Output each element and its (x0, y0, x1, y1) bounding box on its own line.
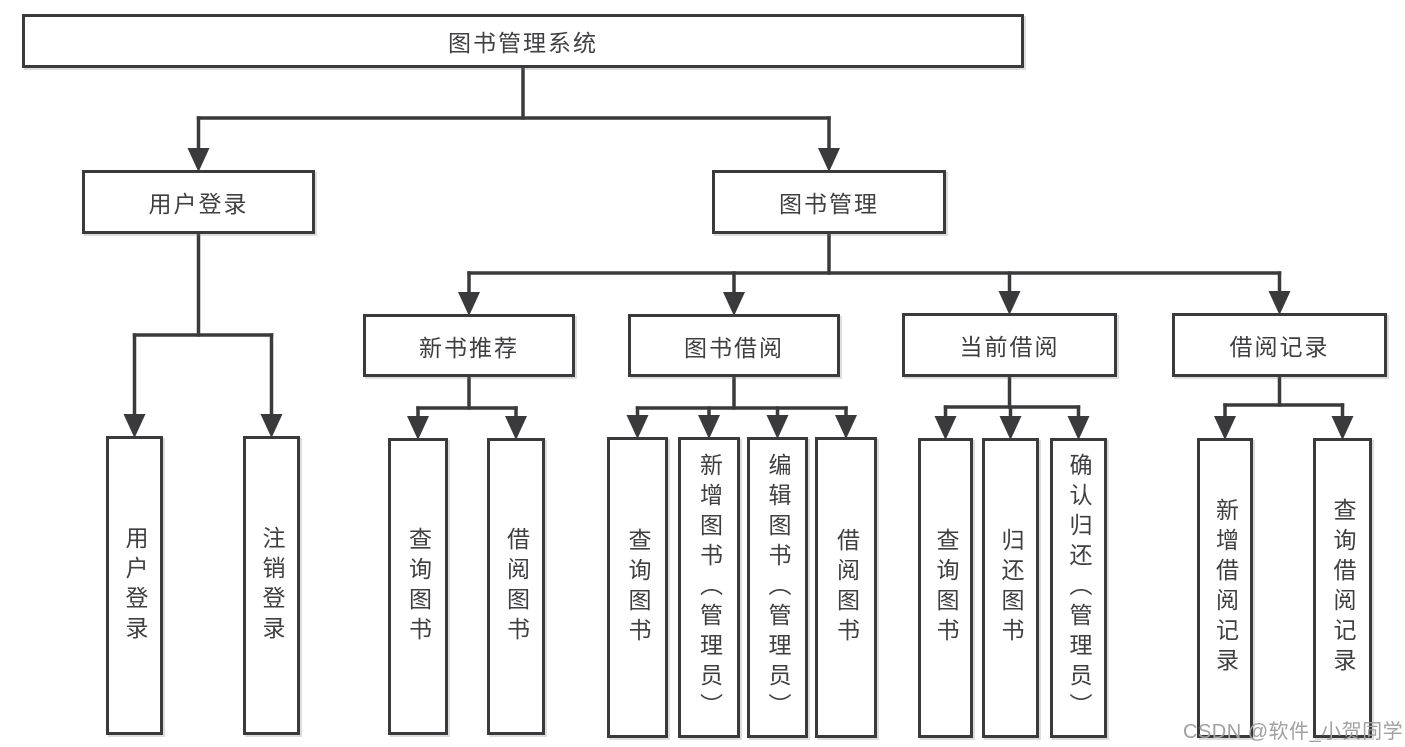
node-label-leaf-add-borrow-rec: 新增借阅记录 (1212, 498, 1239, 678)
node-borrowing-records: 借阅记录 (1172, 313, 1387, 377)
node-label-root-library-system: 图书管理系统 (448, 30, 598, 56)
connector-new-book-recommend (407, 373, 527, 440)
node-leaf-borrow-books-1: 借阅图书 (487, 438, 545, 735)
node-label-borrowing-records: 借阅记录 (1229, 334, 1330, 360)
connector-book-management (458, 230, 1291, 316)
node-leaf-query-books-2: 查询图书 (607, 437, 668, 738)
node-label-book-management: 图书管理 (779, 191, 879, 217)
node-new-book-recommend: 新书推荐 (363, 314, 575, 377)
node-label-leaf-borrow-books-1: 借阅图书 (503, 526, 530, 647)
connector-borrowing-records (1214, 373, 1354, 440)
node-leaf-logout: 注销登录 (243, 436, 300, 735)
node-label-leaf-borrow-books-2: 借阅图书 (833, 527, 860, 648)
node-label-leaf-logout: 注销登录 (259, 525, 285, 646)
node-label-leaf-query-borrow-rec: 查询借阅记录 (1330, 498, 1356, 678)
node-leaf-borrow-books-2: 借阅图书 (815, 437, 877, 738)
node-user-login: 用户登录 (82, 170, 315, 234)
node-leaf-query-books-3: 查询图书 (918, 438, 973, 738)
node-label-leaf-query-books-1: 查询图书 (405, 526, 432, 647)
connector-current-borrowing (934, 373, 1090, 440)
connector-root-library-system (187, 64, 840, 172)
node-leaf-query-borrow-rec: 查询借阅记录 (1313, 438, 1372, 738)
node-label-new-book-recommend: 新书推荐 (419, 334, 519, 361)
node-book-borrowing: 图书借阅 (628, 314, 840, 377)
node-leaf-add-books-admin: 新增图书（管理员） (678, 437, 740, 738)
node-leaf-query-books-1: 查询图书 (388, 438, 448, 735)
node-label-leaf-query-books-3: 查询图书 (933, 528, 959, 648)
node-label-leaf-add-books-admin: 新增图书（管理员） (696, 452, 723, 723)
node-label-leaf-return-books: 归还图书 (998, 528, 1024, 648)
node-label-leaf-user-login: 用户登录 (122, 525, 148, 646)
node-leaf-edit-books-admin: 编辑图书（管理员） (747, 437, 808, 738)
node-label-leaf-query-books-2: 查询图书 (625, 527, 651, 648)
connector-user-login (123, 230, 283, 438)
node-leaf-confirm-return: 确认归还（管理员） (1050, 438, 1107, 738)
node-current-borrowing: 当前借阅 (902, 313, 1117, 377)
node-leaf-return-books: 归还图书 (982, 438, 1039, 738)
node-label-book-borrowing: 图书借阅 (684, 334, 784, 361)
watermark-text: CSDN @软件_小贺同学 (1183, 721, 1404, 743)
node-label-leaf-confirm-return: 确认归还（管理员） (1066, 453, 1092, 723)
node-label-current-borrowing: 当前借阅 (959, 334, 1060, 360)
node-leaf-add-borrow-rec: 新增借阅记录 (1197, 438, 1253, 738)
node-leaf-user-login: 用户登录 (106, 436, 163, 735)
node-label-user-login: 用户登录 (148, 191, 249, 217)
node-label-leaf-edit-books-admin: 编辑图书（管理员） (765, 452, 791, 723)
connector-book-borrowing (626, 373, 857, 439)
node-book-management: 图书管理 (712, 170, 946, 234)
node-root-library-system: 图书管理系统 (22, 14, 1024, 68)
